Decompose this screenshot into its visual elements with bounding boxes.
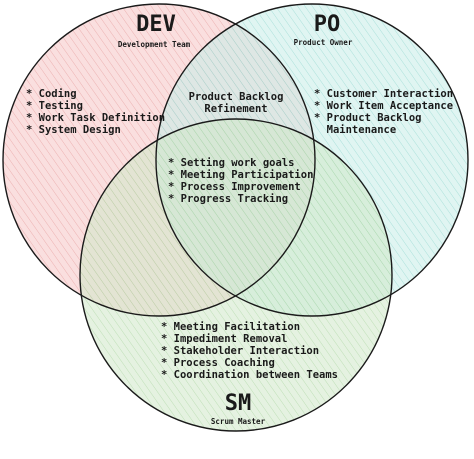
sm-item: * Process Coaching — [161, 357, 275, 369]
dev-item: * System Design — [26, 124, 121, 136]
dev-circle-outline — [2, 3, 316, 317]
dev-subtitle: Development Team — [118, 40, 191, 49]
dev-po-overlap-text: Refinement — [204, 103, 267, 115]
center-item: * Process Improvement — [168, 181, 301, 193]
center-item: * Setting work goals — [168, 157, 294, 169]
dev-po-overlap-text: Product Backlog — [189, 91, 284, 103]
po-circle-outline — [155, 3, 469, 317]
sm-circle — [80, 119, 392, 431]
po-item: * Product Backlog — [314, 112, 421, 124]
sm-item: * Impediment Removal — [161, 333, 287, 345]
sm-circle-outline — [79, 118, 393, 432]
po-item: * Customer Interaction — [314, 88, 453, 100]
dev-title: DEV — [136, 12, 176, 37]
sm-item: * Stakeholder Interaction — [161, 345, 319, 357]
center-item: * Progress Tracking — [168, 193, 288, 205]
dev-item: * Coding — [26, 88, 77, 100]
sm-item: * Meeting Facilitation — [161, 321, 300, 333]
po-title: PO — [314, 12, 341, 37]
sm-subtitle: Scrum Master — [211, 417, 266, 426]
po-subtitle: Product Owner — [294, 38, 353, 47]
dev-item: * Work Task Definition — [26, 112, 165, 124]
po-item: * Work Item Acceptance — [314, 100, 453, 112]
po-item: Maintenance — [314, 124, 396, 136]
sm-item: * Coordination between Teams — [161, 369, 338, 381]
sm-title: SM — [225, 391, 252, 416]
dev-item: * Testing — [26, 100, 83, 112]
center-item: * Meeting Participation — [168, 169, 313, 181]
